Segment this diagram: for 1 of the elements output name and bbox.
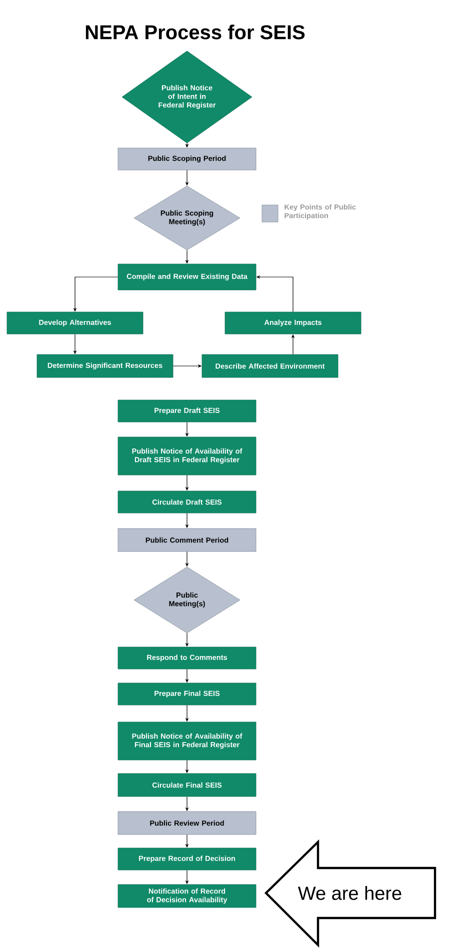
title: NEPA Process for SEIS (86, 24, 305, 40)
